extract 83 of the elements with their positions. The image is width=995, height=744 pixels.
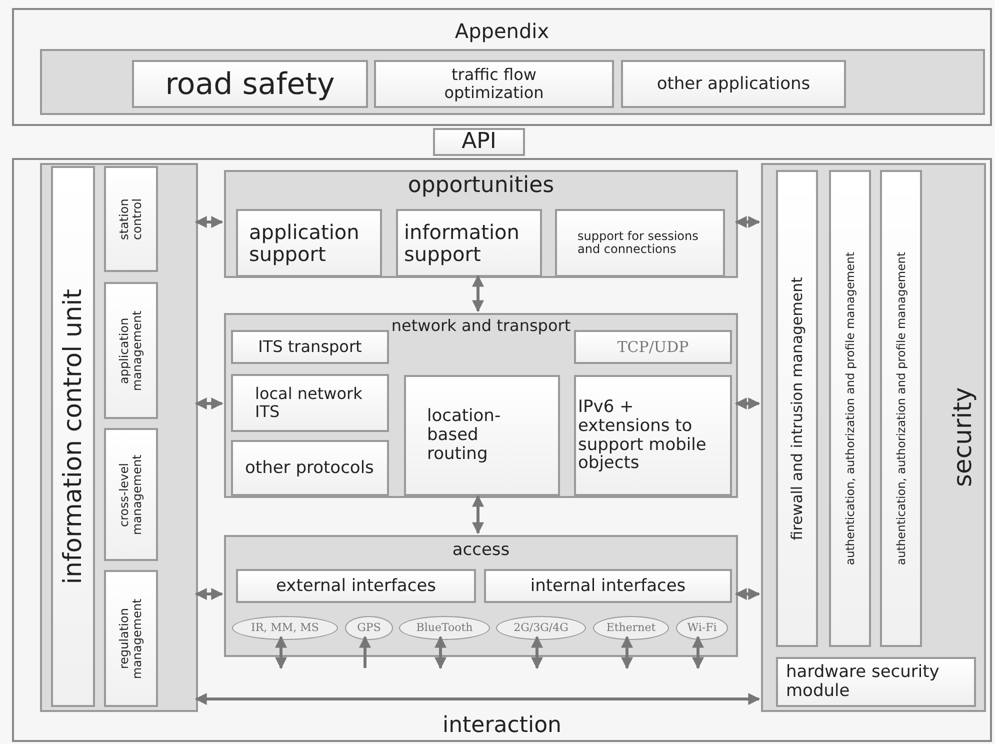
layer-heading: opportunities bbox=[406, 174, 556, 198]
module-box bbox=[236, 569, 476, 603]
layer-panel bbox=[224, 170, 738, 278]
module-box bbox=[880, 170, 922, 647]
module-box bbox=[231, 440, 389, 496]
module-box bbox=[231, 330, 389, 364]
module-label: application management bbox=[118, 309, 144, 393]
layer-heading: security bbox=[948, 386, 976, 490]
module-box bbox=[132, 60, 368, 108]
module-box bbox=[484, 569, 732, 603]
module-box bbox=[51, 166, 95, 707]
arrow bbox=[621, 636, 633, 670]
module-box bbox=[776, 657, 976, 707]
layer-panel bbox=[40, 163, 198, 712]
module-label: other applications bbox=[656, 74, 810, 94]
layer-panel bbox=[40, 49, 985, 115]
module-label: application support bbox=[249, 221, 360, 265]
module-label: location-based routing bbox=[427, 407, 502, 464]
module-box bbox=[574, 375, 732, 496]
module-box bbox=[574, 330, 732, 364]
module-label: support for sessions and connections bbox=[578, 230, 700, 256]
module-box bbox=[621, 60, 846, 108]
arrow bbox=[359, 636, 371, 668]
layer-panel bbox=[224, 313, 738, 498]
arrow bbox=[734, 588, 760, 600]
module-box bbox=[776, 170, 818, 647]
module-label: information control unit bbox=[59, 288, 87, 584]
module-label: local network ITS bbox=[255, 385, 364, 421]
arrow bbox=[194, 693, 760, 705]
module-label: station control bbox=[118, 197, 144, 242]
layer-heading: Appendix bbox=[454, 20, 550, 42]
module-label: traffic flow optimization bbox=[443, 66, 545, 102]
arrow bbox=[275, 636, 287, 670]
module-box bbox=[396, 209, 542, 277]
module-box bbox=[104, 428, 158, 561]
module-label: information support bbox=[404, 221, 520, 265]
arrow bbox=[531, 636, 543, 670]
module-box bbox=[829, 170, 871, 647]
module-box bbox=[433, 128, 525, 156]
module-box bbox=[555, 209, 725, 277]
module-label: other protocols bbox=[245, 458, 375, 478]
layer-frame bbox=[12, 8, 992, 126]
interface-label: BlueTooth bbox=[416, 622, 473, 634]
module-label: ITS transport bbox=[258, 338, 362, 356]
module-box bbox=[374, 60, 614, 108]
arrow bbox=[194, 216, 224, 228]
interface-label: GPS bbox=[357, 622, 381, 634]
arrow bbox=[434, 636, 446, 670]
module-box bbox=[236, 209, 382, 277]
layer-panel bbox=[761, 163, 986, 712]
interface-oval bbox=[345, 616, 393, 640]
arrow bbox=[734, 216, 760, 228]
layer-frame bbox=[12, 158, 992, 742]
layer-heading: interaction bbox=[442, 714, 562, 738]
arrow bbox=[194, 588, 224, 600]
layer-heading: access bbox=[451, 541, 511, 560]
module-label: road safety bbox=[165, 68, 335, 100]
module-box bbox=[104, 570, 158, 707]
layer-panel bbox=[224, 535, 738, 657]
arrow bbox=[692, 636, 704, 670]
arrow bbox=[734, 398, 760, 410]
interface-label: Wi-Fi bbox=[687, 622, 717, 634]
interface-oval bbox=[676, 616, 728, 640]
module-label: authentication, authorization and profile management bbox=[894, 252, 908, 566]
interface-label: Ethernet bbox=[606, 622, 656, 634]
module-label: cross-level management bbox=[118, 453, 144, 537]
interface-label: IR, MM, MS bbox=[251, 622, 319, 634]
module-box bbox=[231, 374, 389, 432]
interface-label: 2G/3G/4G bbox=[514, 622, 568, 634]
module-box bbox=[404, 375, 560, 496]
module-label: authentication, authorization and profile management bbox=[844, 252, 856, 566]
module-label: internal interfaces bbox=[530, 576, 686, 596]
arrow bbox=[194, 398, 224, 410]
module-label: hardware security module bbox=[786, 663, 940, 701]
module-box bbox=[104, 282, 158, 419]
layer-heading: network and transport bbox=[391, 317, 571, 335]
module-label: TCP/UDP bbox=[617, 338, 689, 356]
module-label: firewall and intrusion management bbox=[788, 276, 806, 540]
module-label: regulation management bbox=[118, 597, 144, 681]
module-label: external interfaces bbox=[276, 576, 436, 596]
module-box bbox=[104, 166, 158, 272]
module-label: API bbox=[462, 130, 496, 154]
module-label: IPv6 + extensions to support mobile objects bbox=[578, 398, 708, 473]
